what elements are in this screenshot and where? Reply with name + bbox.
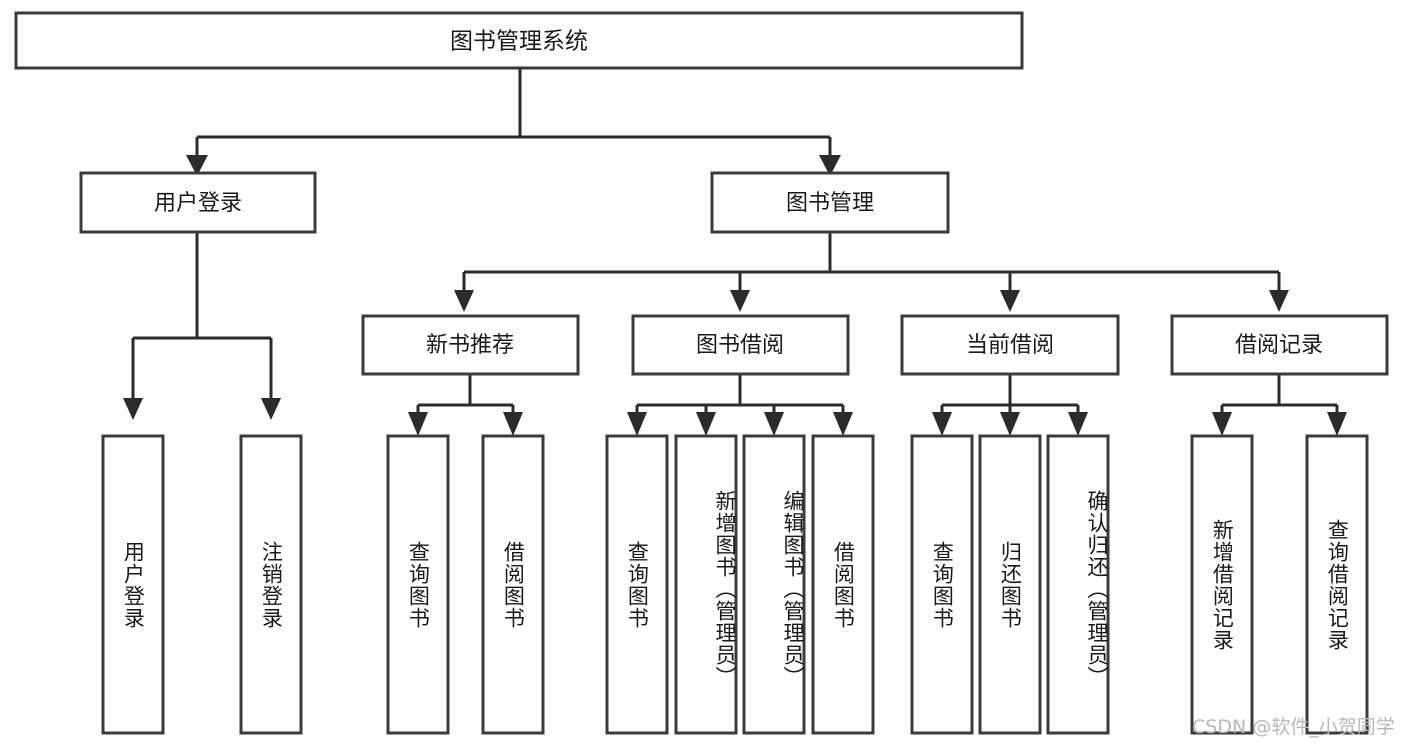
node-root[interactable]: 图书管理系统 <box>14 11 1024 70</box>
leaf-query-record-box[interactable] <box>1305 434 1369 735</box>
leaf-borrow-book-1-box[interactable] <box>481 434 545 735</box>
node-book-manage[interactable]: 图书管理 <box>710 171 950 234</box>
arrow-leaf-edit-book <box>764 412 784 436</box>
connector-group-current-borrow <box>932 374 1088 436</box>
node-borrow-record-label: 借阅记录 <box>1235 333 1323 358</box>
node-user-login[interactable]: 用户登录 <box>79 171 317 234</box>
leaf-add-record-box[interactable] <box>1190 434 1254 735</box>
node-current-borrow-box[interactable] <box>900 314 1120 376</box>
arrow-leaf-user-login <box>123 398 143 420</box>
node-book-borrow[interactable]: 图书借阅 <box>631 314 850 376</box>
arrow-leaf-add-book <box>696 412 716 436</box>
node-new-book-recommend[interactable]: 新书推荐 <box>361 314 580 376</box>
node-root-label: 图书管理系统 <box>450 29 588 55</box>
arrow-leaf-borrow-book-1 <box>503 412 523 436</box>
leaf-query-book-1-box[interactable] <box>386 434 450 735</box>
node-new-book-recommend-label: 新书推荐 <box>426 333 514 358</box>
arrow-to-current-borrow <box>1000 290 1020 312</box>
leaf-boxes-group <box>101 434 1369 735</box>
connector-group-root <box>186 68 841 176</box>
connector-group-new-book-recommend <box>408 374 523 436</box>
node-borrow-record[interactable]: 借阅记录 <box>1170 314 1389 376</box>
arrow-to-book-borrow <box>730 290 750 312</box>
arrow-leaf-query-book-1 <box>408 412 428 436</box>
node-root-box[interactable] <box>14 11 1024 70</box>
arrow-to-user-login <box>186 155 208 176</box>
leaf-user-login-box[interactable] <box>101 434 165 735</box>
arrow-to-book-manage <box>819 155 841 176</box>
node-borrow-record-box[interactable] <box>1170 314 1389 376</box>
arrow-leaf-add-record <box>1212 412 1232 436</box>
arrow-to-new-book-recommend <box>454 290 474 312</box>
arrow-leaf-query-book-2 <box>627 412 647 436</box>
arrow-leaf-query-record <box>1327 412 1347 436</box>
connector-group-book-borrow <box>627 374 853 436</box>
node-book-borrow-box[interactable] <box>631 314 850 376</box>
arrow-to-borrow-record <box>1269 290 1289 312</box>
arrow-leaf-confirm-return <box>1068 412 1088 436</box>
arrow-leaf-return-book <box>1000 412 1020 436</box>
watermark-text: CSDN @软件_小贺同学 <box>1192 716 1395 738</box>
leaf-return-book-box[interactable] <box>978 434 1042 735</box>
leaf-user-logout-box[interactable] <box>239 434 303 735</box>
node-current-borrow-label: 当前借阅 <box>966 333 1054 358</box>
node-new-book-recommend-box[interactable] <box>361 314 580 376</box>
node-current-borrow[interactable]: 当前借阅 <box>900 314 1120 376</box>
connector-group-user-login <box>123 232 281 420</box>
leaf-add-book-box[interactable] <box>674 434 738 735</box>
node-book-borrow-label: 图书借阅 <box>696 333 784 358</box>
node-book-manage-box[interactable] <box>710 171 950 234</box>
leaf-borrow-book-2-box[interactable] <box>811 434 875 735</box>
arrow-leaf-borrow-book-2 <box>833 412 853 436</box>
leaf-edit-book-box[interactable] <box>742 434 806 735</box>
leaf-confirm-return-box[interactable] <box>1046 434 1110 735</box>
node-book-manage-label: 图书管理 <box>786 191 874 216</box>
arrow-leaf-user-logout <box>261 398 281 420</box>
node-user-login-label: 用户登录 <box>154 191 242 216</box>
leaf-query-book-3-box[interactable] <box>910 434 974 735</box>
connector-group-borrow-record <box>1212 374 1347 436</box>
leaf-query-book-2-box[interactable] <box>605 434 669 735</box>
node-user-login-box[interactable] <box>79 171 317 234</box>
connector-group-book-manage <box>454 232 1289 312</box>
arrow-leaf-query-book-3 <box>932 412 952 436</box>
